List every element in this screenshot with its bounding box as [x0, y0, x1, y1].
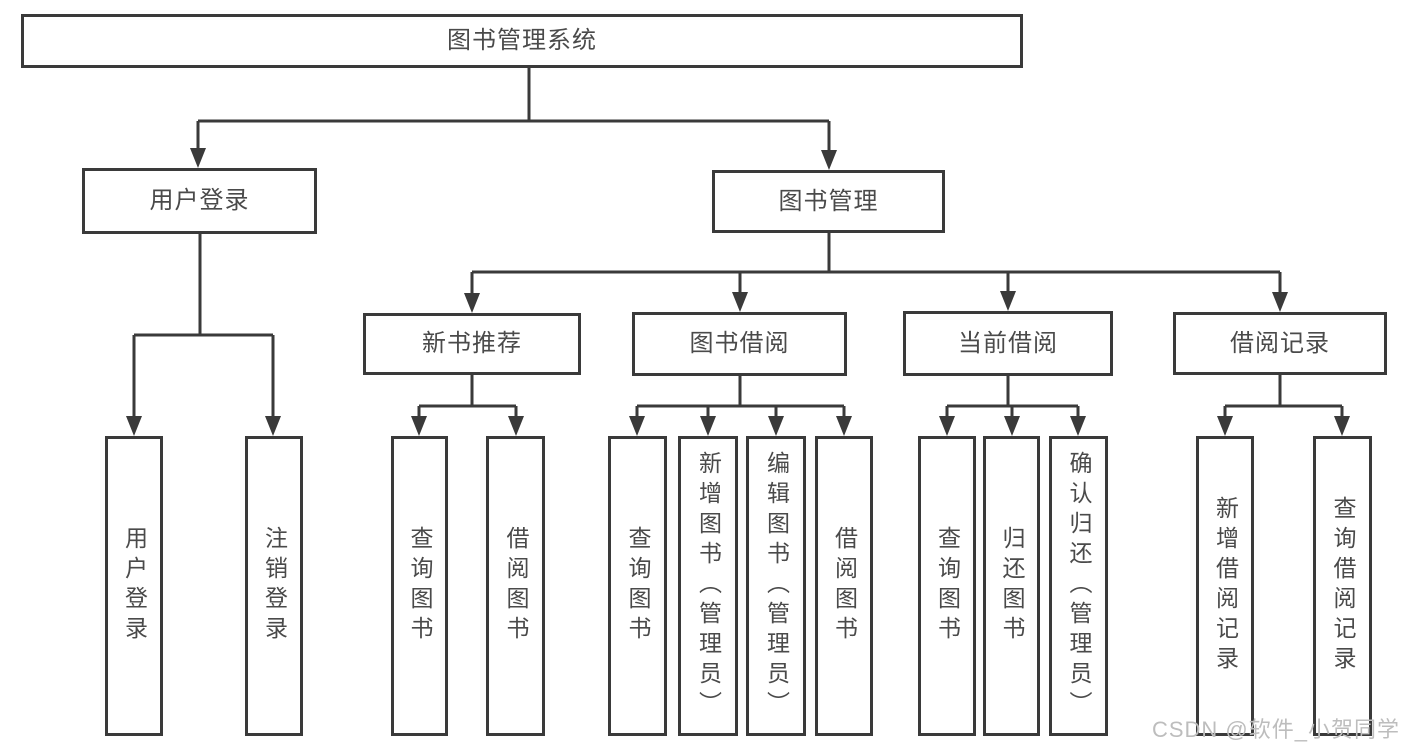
leaf-borrow-book-label: 借阅图书 [831, 526, 858, 646]
leaf-logout-label: 注销登录 [261, 526, 288, 646]
node-borrow-record-label: 借阅记录 [1230, 329, 1330, 357]
connector-book-borrow-children [629, 375, 852, 436]
leaf-confirm-return-admin-label: 确认归还（管理员） [1066, 451, 1092, 721]
leaf-add-record: 新增借阅记录 [1196, 436, 1254, 736]
leaf-add-book-admin: 新增图书（管理员） [678, 436, 738, 736]
connector-current-borrow-children [939, 376, 1086, 436]
node-book-mgmt: 图书管理 [712, 170, 945, 233]
leaf-return-book: 归还图书 [983, 436, 1040, 736]
connector-user-login-children [126, 234, 281, 436]
connector-borrow-record-children [1217, 375, 1350, 436]
node-user-login: 用户登录 [82, 168, 317, 234]
node-user-login-label: 用户登录 [149, 187, 250, 214]
node-new-book: 新书推荐 [363, 313, 581, 375]
node-book-borrow-label: 图书借阅 [689, 330, 790, 357]
leaf-query-record-label: 查询借阅记录 [1330, 496, 1356, 676]
leaf-return-book-label: 归还图书 [999, 526, 1025, 646]
connector-root-to-level2 [190, 68, 837, 170]
leaf-new-book-borrow: 借阅图书 [486, 436, 545, 736]
node-new-book-label: 新书推荐 [422, 330, 522, 357]
leaf-borrow-book: 借阅图书 [815, 436, 873, 736]
node-current-borrow-label: 当前借阅 [958, 329, 1058, 357]
connector-new-book-children [411, 375, 524, 436]
node-current-borrow: 当前借阅 [903, 311, 1113, 376]
leaf-new-book-borrow-label: 借阅图书 [503, 526, 529, 646]
leaf-edit-book-admin-label: 编辑图书（管理员） [763, 451, 790, 721]
leaf-current-query-label: 查询图书 [934, 526, 961, 646]
connector-book-mgmt-to-level3 [464, 233, 1288, 313]
leaf-user-login: 用户登录 [105, 436, 163, 736]
leaf-borrow-query-label: 查询图书 [625, 526, 651, 646]
leaf-borrow-query: 查询图书 [608, 436, 667, 736]
leaf-new-book-query: 查询图书 [391, 436, 448, 736]
leaf-edit-book-admin: 编辑图书（管理员） [746, 436, 806, 736]
leaf-add-record-label: 新增借阅记录 [1212, 496, 1239, 676]
node-root-system: 图书管理系统 [21, 14, 1023, 68]
leaf-query-record: 查询借阅记录 [1313, 436, 1372, 736]
watermark: CSDN @软件_小贺同学 [1151, 717, 1400, 742]
node-book-borrow: 图书借阅 [632, 312, 847, 376]
leaf-new-book-query-label: 查询图书 [407, 526, 433, 646]
leaf-user-login-label: 用户登录 [121, 526, 148, 646]
node-root-system-label: 图书管理系统 [447, 27, 597, 54]
leaf-logout: 注销登录 [245, 436, 303, 736]
leaf-confirm-return-admin: 确认归还（管理员） [1049, 436, 1108, 736]
leaf-current-query: 查询图书 [918, 436, 976, 736]
node-borrow-record: 借阅记录 [1173, 312, 1387, 375]
node-book-mgmt-label: 图书管理 [778, 187, 879, 215]
leaf-add-book-admin-label: 新增图书（管理员） [695, 451, 722, 721]
